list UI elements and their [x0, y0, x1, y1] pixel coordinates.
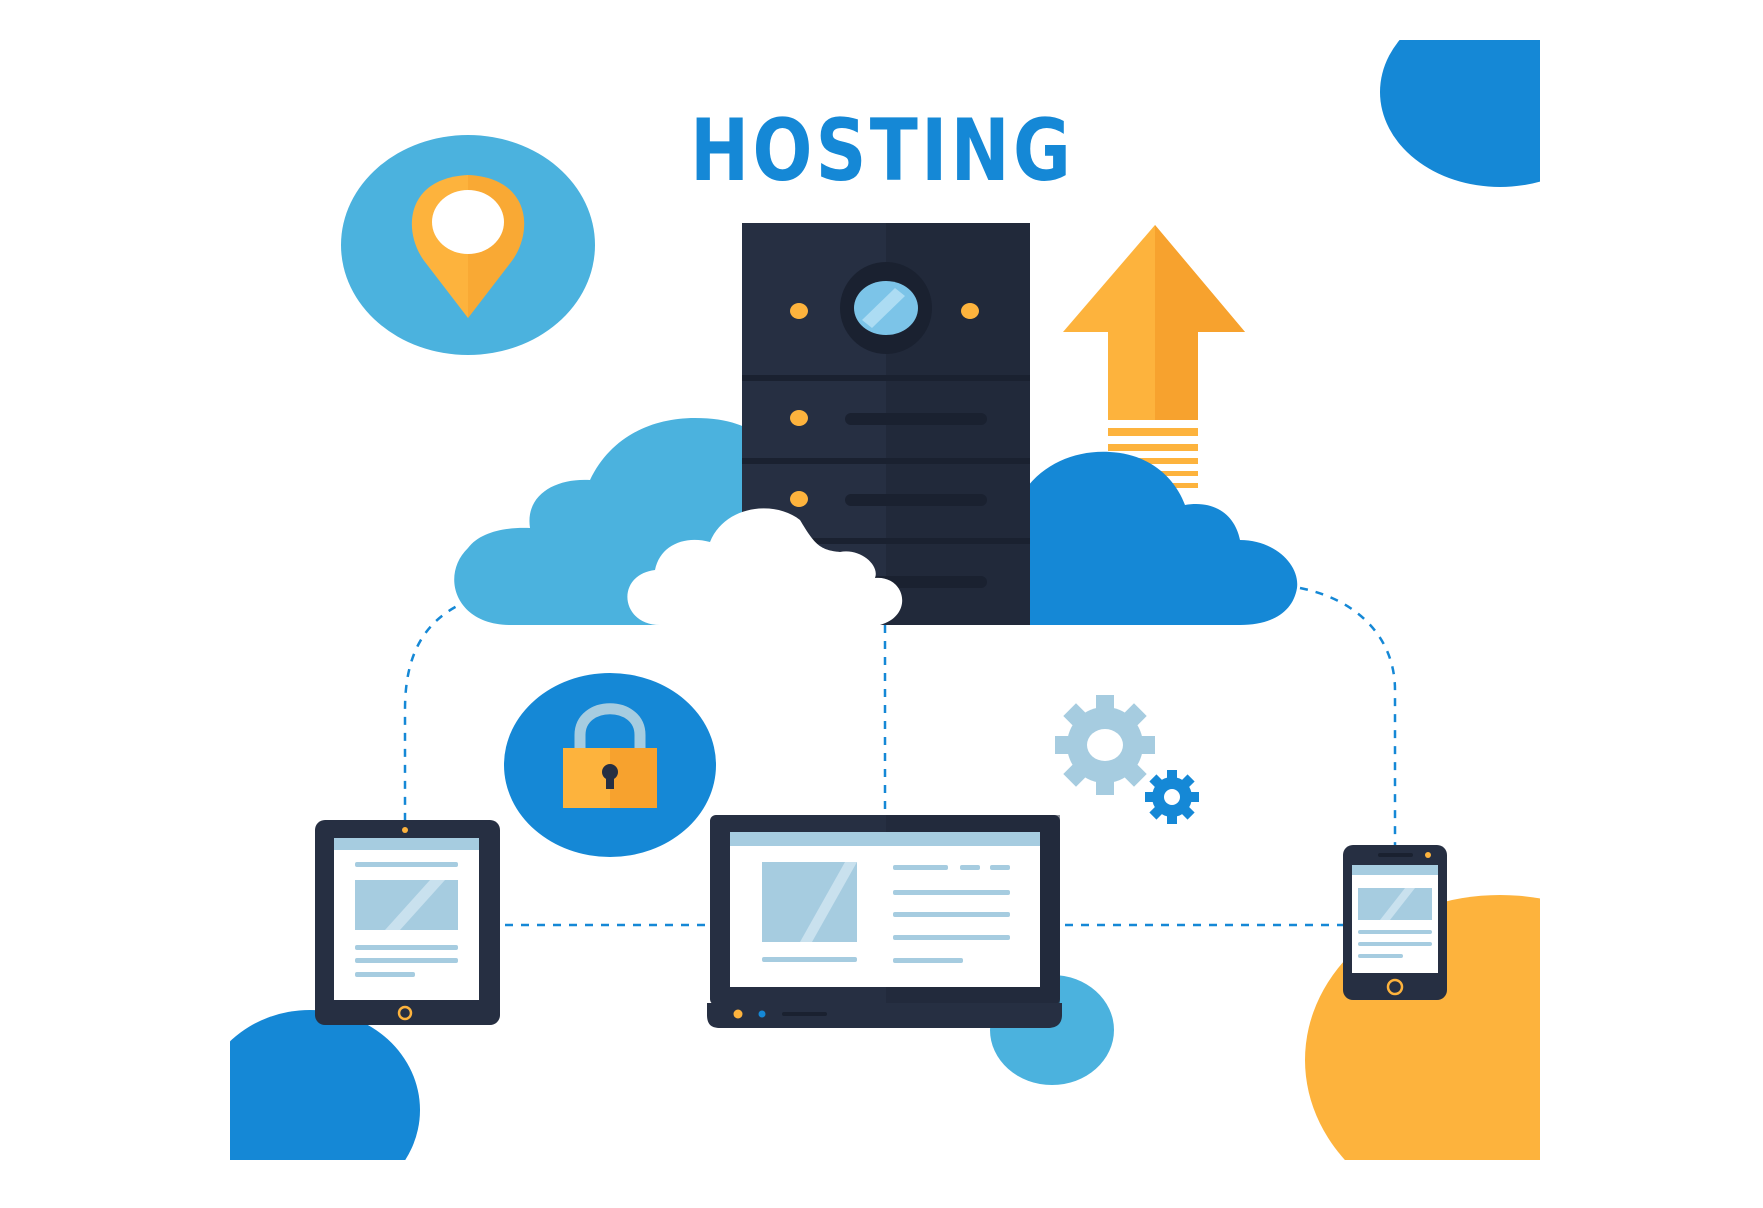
- line-cloud-to-tablet: [403, 598, 471, 830]
- lock-icon: [563, 703, 657, 808]
- gear-icon-small: [1145, 770, 1199, 824]
- location-pin-icon: [411, 175, 525, 318]
- location-bubble: [341, 135, 595, 355]
- upload-arrow-icon: [1063, 225, 1245, 488]
- cloud-icon-right: [1025, 451, 1298, 625]
- blob-bottom-left: [230, 1010, 420, 1160]
- lock-bubble: [504, 673, 716, 857]
- network-lines: [403, 586, 1397, 927]
- page-title: HOSTING: [690, 101, 1075, 201]
- blob-top-right: [1380, 40, 1540, 187]
- smartphone-icon: [1343, 845, 1447, 1000]
- server-icon: [742, 223, 1030, 625]
- laptop-icon: [707, 815, 1062, 1028]
- gear-icon: [1055, 695, 1155, 795]
- line-cloud-to-phone: [1299, 586, 1397, 850]
- tablet-icon: [315, 820, 500, 1025]
- cloud-icon-white: [627, 508, 903, 625]
